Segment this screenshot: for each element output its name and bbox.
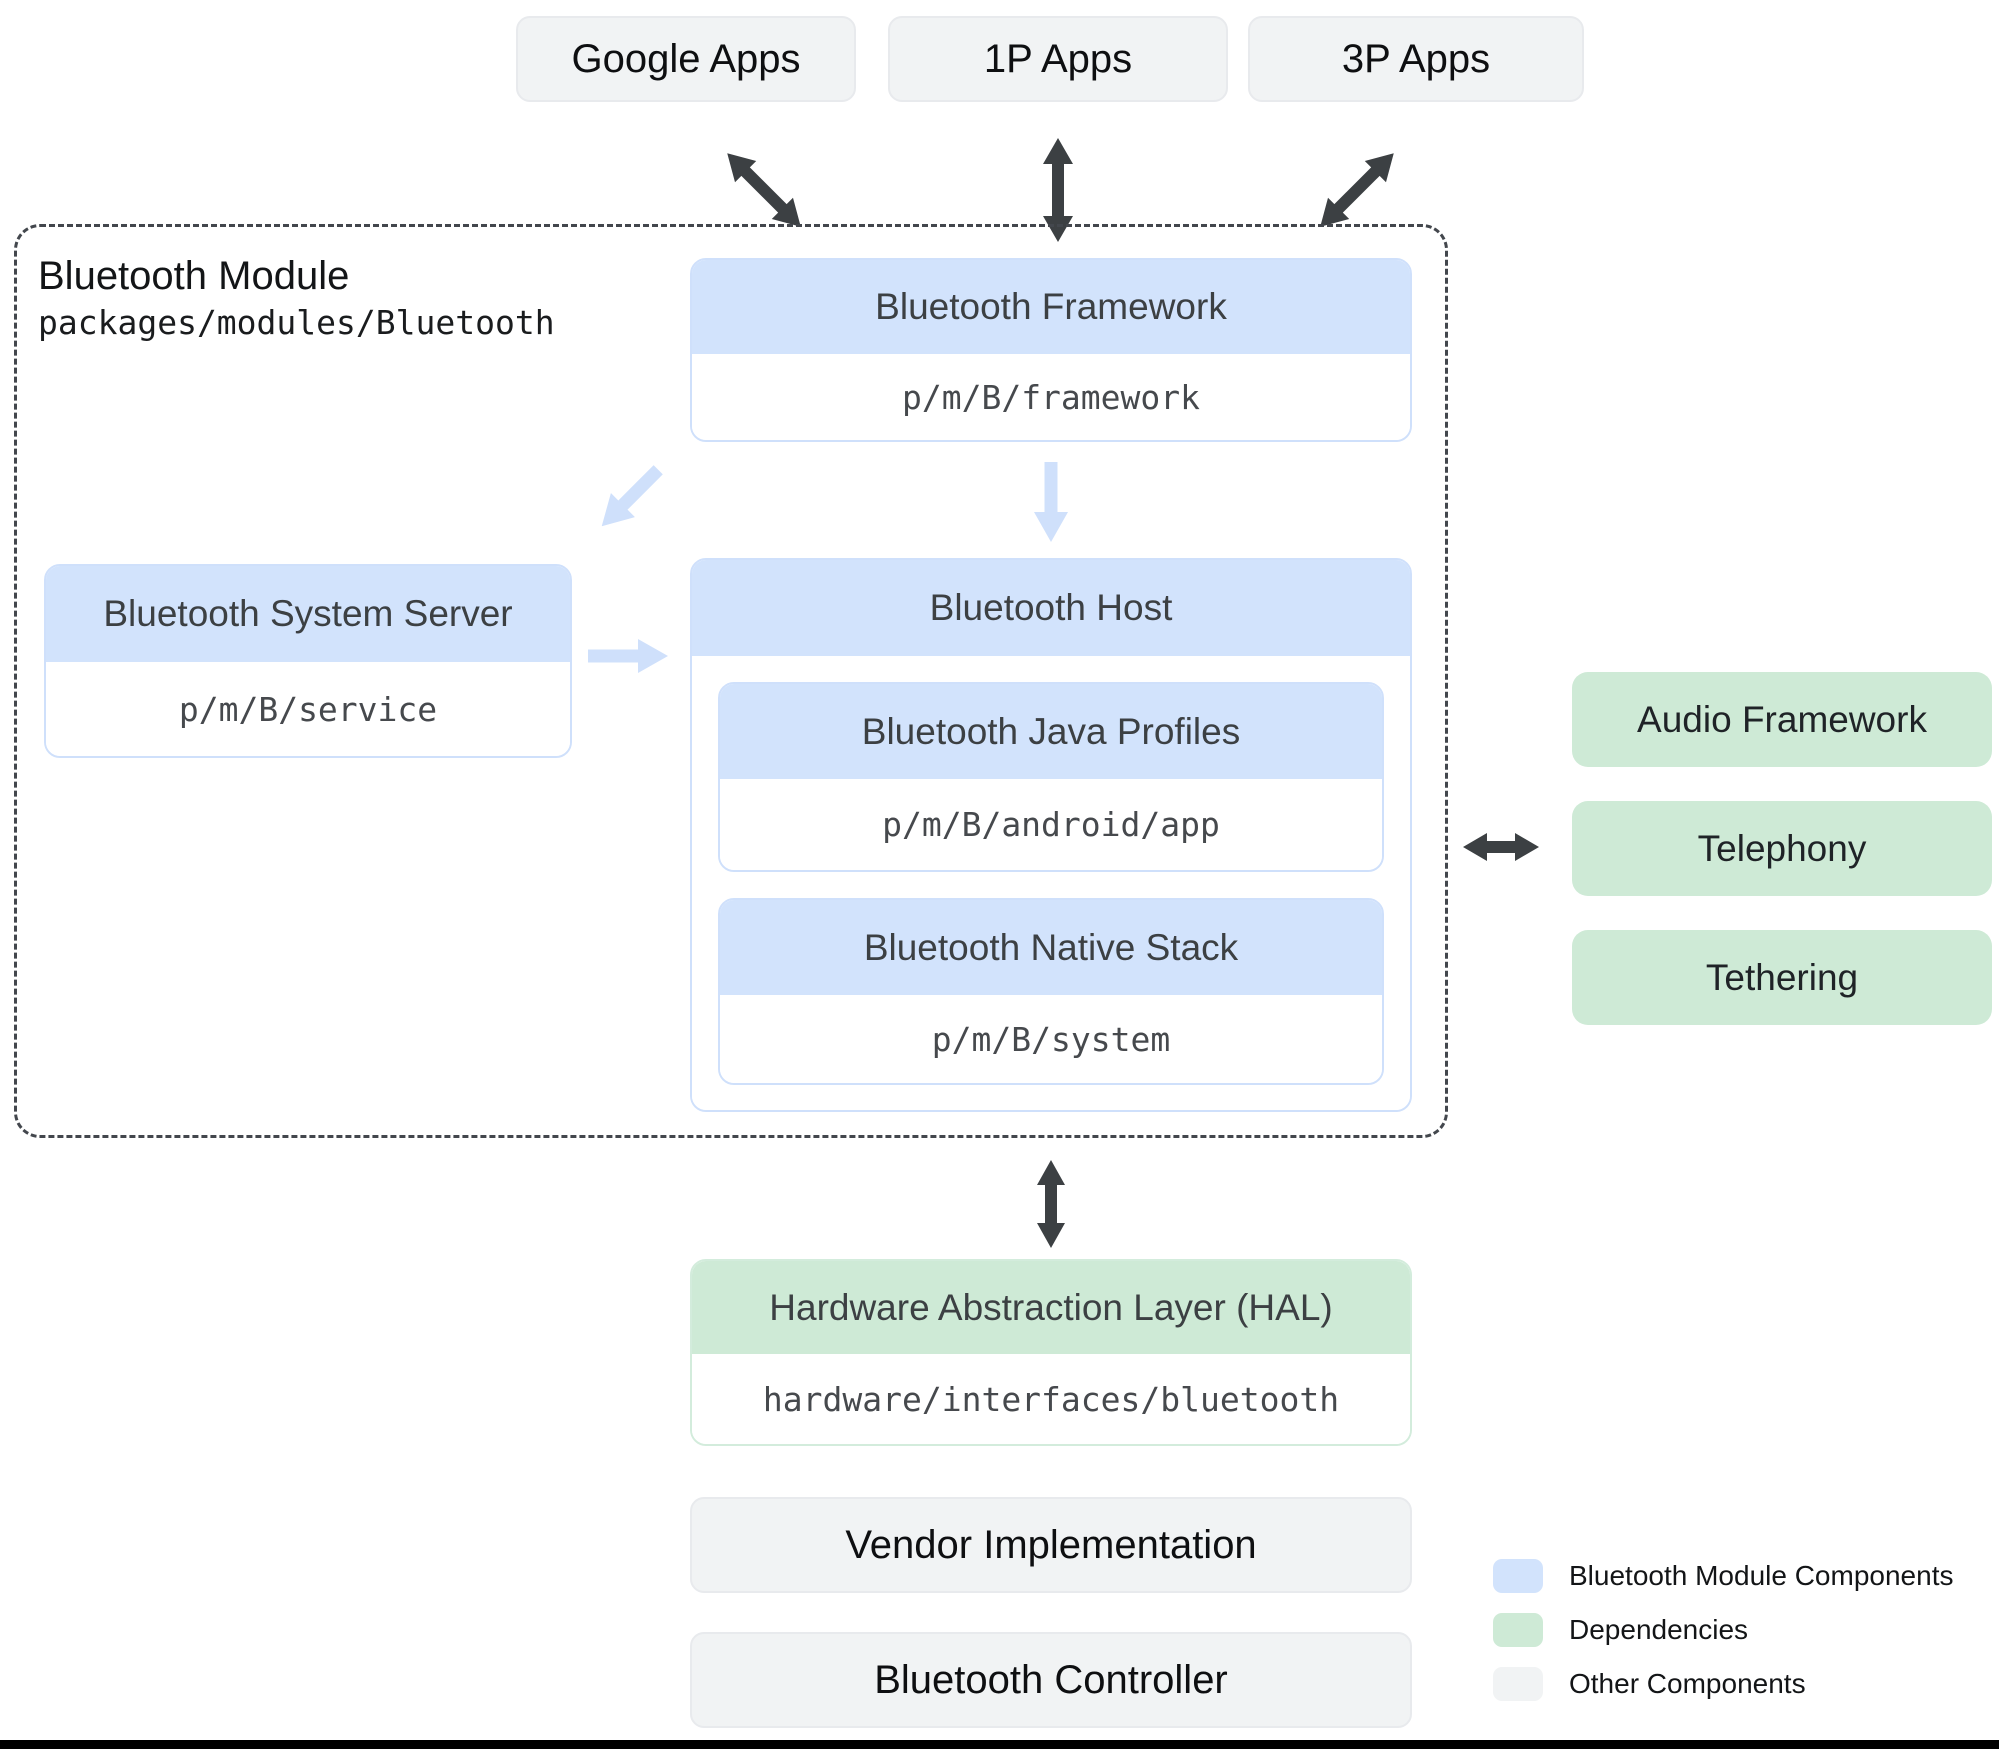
google-apps-module-arrow-icon	[715, 141, 814, 240]
system-server-to-host-arrow-icon	[588, 639, 668, 673]
1p-apps-box: 1P Apps	[888, 16, 1228, 102]
bluetooth-module-title: Bluetooth Module	[38, 254, 350, 298]
telephony-label: Telephony	[1697, 827, 1867, 869]
legend-label-other-components: Other Components	[1569, 1668, 1806, 1699]
tethering-box: Tethering	[1572, 930, 1992, 1025]
legend-item-dependencies: Dependencies	[1493, 1613, 1953, 1647]
1p-apps-label: 1P Apps	[983, 36, 1133, 81]
bluetooth-module-path: packages/modules/Bluetooth	[38, 303, 555, 342]
module-dependencies-arrow-icon	[1463, 830, 1539, 864]
google-apps-label: Google Apps	[571, 36, 801, 81]
bluetooth-controller-label: Bluetooth Controller	[874, 1657, 1228, 1702]
bluetooth-framework-title: Bluetooth Framework	[692, 260, 1410, 354]
legend-swatch-gray-icon	[1493, 1667, 1543, 1701]
bluetooth-framework-path: p/m/B/framework	[692, 354, 1410, 440]
legend-item-other-components: Other Components	[1493, 1667, 1953, 1701]
bluetooth-system-server-box: Bluetooth System Server p/m/B/service	[44, 564, 572, 758]
bluetooth-system-server-path: p/m/B/service	[46, 662, 570, 756]
legend-item-module-components: Bluetooth Module Components	[1493, 1559, 1953, 1593]
bluetooth-java-profiles-box: Bluetooth Java Profiles p/m/B/android/ap…	[718, 682, 1384, 872]
bluetooth-system-server-title: Bluetooth System Server	[46, 566, 570, 662]
bluetooth-native-stack-box: Bluetooth Native Stack p/m/B/system	[718, 898, 1384, 1085]
3p-apps-box: 3P Apps	[1248, 16, 1584, 102]
tethering-label: Tethering	[1705, 956, 1859, 998]
3p-apps-module-arrow-icon	[1308, 141, 1407, 240]
telephony-box: Telephony	[1572, 801, 1992, 896]
1p-apps-module-arrow-icon	[1040, 138, 1076, 242]
bluetooth-module-container	[14, 224, 1448, 1138]
bluetooth-host-title: Bluetooth Host	[692, 560, 1410, 656]
legend-label-module-components: Bluetooth Module Components	[1569, 1560, 1954, 1591]
vendor-implementation-label: Vendor Implementation	[845, 1522, 1257, 1567]
framework-to-host-arrow-icon	[1034, 462, 1068, 542]
3p-apps-label: 3P Apps	[1341, 36, 1491, 81]
audio-framework-label: Audio Framework	[1637, 698, 1927, 740]
bluetooth-module-heading: Bluetooth Module packages/modules/Blueto…	[38, 252, 555, 346]
legend: Bluetooth Module Components Dependencies…	[1493, 1559, 1953, 1701]
bluetooth-java-profiles-title: Bluetooth Java Profiles	[720, 684, 1382, 779]
legend-swatch-blue-icon	[1493, 1559, 1543, 1593]
bluetooth-java-profiles-path: p/m/B/android/app	[720, 779, 1382, 870]
bluetooth-controller-box: Bluetooth Controller	[690, 1632, 1412, 1728]
module-hal-arrow-icon	[1034, 1160, 1068, 1248]
bottom-bar	[0, 1740, 1999, 1749]
google-apps-box: Google Apps	[516, 16, 856, 102]
bluetooth-native-stack-path: p/m/B/system	[720, 995, 1382, 1083]
hal-title: Hardware Abstraction Layer (HAL)	[692, 1261, 1410, 1354]
audio-framework-box: Audio Framework	[1572, 672, 1992, 767]
framework-to-system-server-arrow-icon	[590, 458, 671, 539]
legend-label-dependencies: Dependencies	[1569, 1614, 1749, 1645]
hal-box: Hardware Abstraction Layer (HAL) hardwar…	[690, 1259, 1412, 1446]
bluetooth-framework-box: Bluetooth Framework p/m/B/framework	[690, 258, 1412, 442]
vendor-implementation-box: Vendor Implementation	[690, 1497, 1412, 1593]
hal-path: hardware/interfaces/bluetooth	[692, 1354, 1410, 1444]
legend-swatch-green-icon	[1493, 1613, 1543, 1647]
bluetooth-native-stack-title: Bluetooth Native Stack	[720, 900, 1382, 995]
